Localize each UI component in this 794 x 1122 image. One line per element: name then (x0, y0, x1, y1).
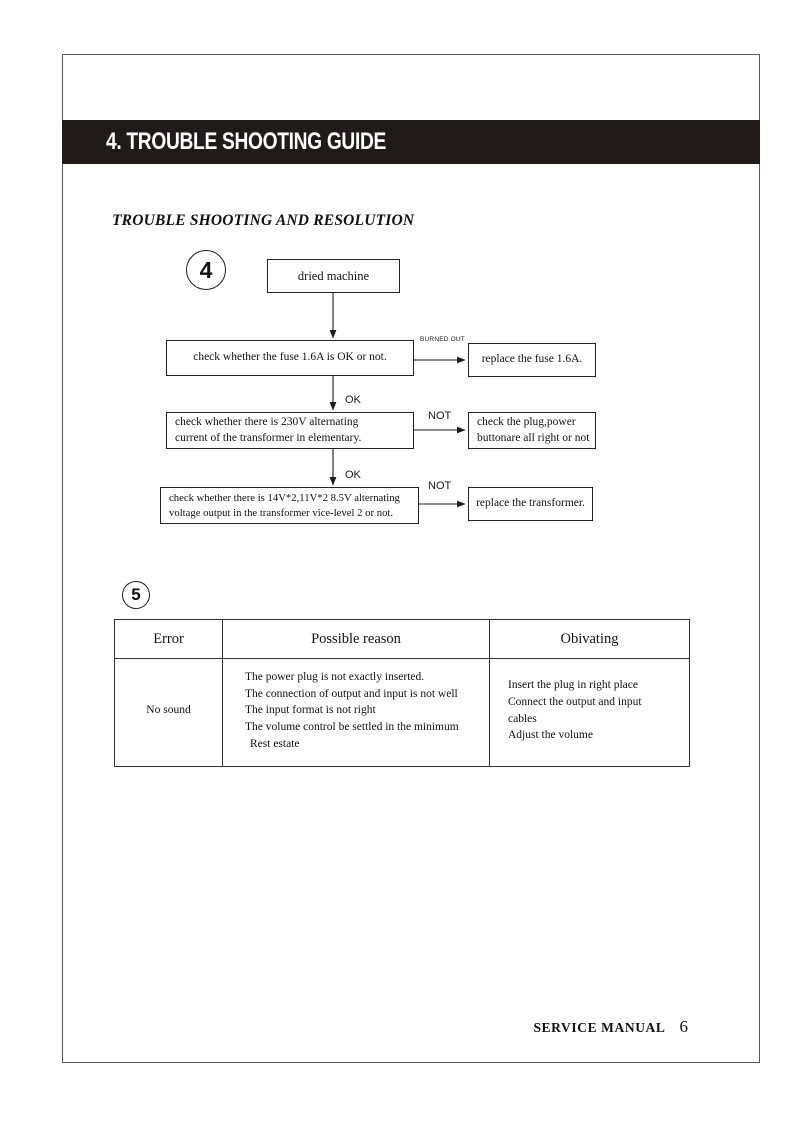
edge-label-not-1: NOT (428, 410, 452, 422)
flow-node-check-fuse-label: check whether the fuse 1.6A is OK or not… (193, 351, 387, 364)
flow-node-check-230v-line2: current of the transformer in elementary… (175, 431, 362, 444)
troubleshooting-table: Error Possible reason Obivating No sound… (114, 619, 690, 768)
flow-node-check-230v-line1: check whether there is 230V alternating (175, 415, 359, 428)
flow-node-replace-transformer-label: replace the transformer. (476, 497, 585, 510)
step-marker-4-label: 4 (199, 256, 213, 283)
flow-node-check-230v-text: check whether there is 230V alternating … (175, 415, 361, 446)
flow-node-start-label: dried machine (297, 268, 370, 283)
table-row: No sound The power plug is not exactly i… (114, 657, 690, 768)
footer-label: SERVICE MANUAL (533, 1020, 666, 1035)
flow-node-check-plug-line1: check the plug,power (477, 415, 576, 428)
reason-line-2: The connection of output and input is no… (245, 687, 458, 700)
step-marker-4: 4 (186, 250, 226, 290)
edge-label-ok-1: OK (345, 394, 361, 406)
reason-line-4: The volume control be settled in the min… (245, 721, 459, 734)
section-subtitle: TROUBLE SHOOTING AND RESOLUTION (112, 212, 415, 229)
chapter-header-bar: 4. TROUBLE SHOOTING GUIDE (62, 120, 760, 164)
flow-node-check-voltage-text: check whether there is 14V*2,11V*2 8.5V … (169, 491, 400, 520)
reason-line-5: Rest estate (250, 737, 300, 750)
edge-label-ok-2: OK (345, 469, 361, 481)
flow-node-check-230v: check whether there is 230V alternating … (166, 412, 414, 449)
reason-line-1: The power plug is not exactly inserted. (245, 671, 425, 683)
flow-node-check-plug-text: check the plug,power buttonare all right… (477, 415, 589, 446)
table-cell-possible-reason: The power plug is not exactly inserted. … (222, 657, 490, 768)
flow-node-check-fuse: check whether the fuse 1.6A is OK or not… (166, 340, 414, 376)
step-marker-5-label: 5 (131, 585, 141, 604)
page-footer: SERVICE MANUAL 6 (0, 1017, 794, 1037)
table-header-row: Error Possible reason Obivating (114, 619, 690, 659)
flow-node-check-plug: check the plug,power buttonare all right… (468, 412, 596, 449)
flow-node-replace-transformer: replace the transformer. (468, 487, 593, 521)
obviating-line-2: Connect the output and input (508, 696, 642, 708)
page-border (62, 54, 760, 1063)
flow-node-check-voltage: check whether there is 14V*2,11V*2 8.5V … (160, 487, 419, 524)
flow-node-check-voltage-line1: check whether there is 14V*2,11V*2 8.5V … (169, 492, 400, 505)
edge-label-not-2: NOT (428, 480, 452, 492)
table-cell-error: No sound (114, 657, 223, 768)
obviating-line-1: Insert the plug in right place (508, 679, 638, 692)
chapter-title: 4. TROUBLE SHOOTING GUIDE (106, 128, 387, 155)
flow-node-start: dried machine (267, 259, 400, 293)
obviating-line-3: cables (508, 712, 537, 725)
footer-page-number: 6 (679, 1017, 689, 1036)
table-header-obivating: Obivating (489, 619, 690, 659)
step-marker-5: 5 (122, 581, 150, 609)
reason-line-3: The input format is not right (245, 704, 376, 717)
flow-node-check-plug-line2: buttonare all right or not (477, 431, 590, 444)
table-header-error: Error (114, 619, 223, 659)
table-cell-obivating: Insert the plug in right place Connect t… (489, 657, 690, 768)
flow-node-replace-fuse-label: replace the fuse 1.6A. (481, 353, 583, 366)
edge-label-burned-out: BURNED OUT (420, 336, 465, 343)
flow-node-check-voltage-line2: voltage output in the transformer vice-l… (169, 506, 394, 519)
obviating-line-4: Adjust the volume (508, 729, 593, 742)
table-header-possible-reason: Possible reason (222, 619, 490, 659)
flow-node-replace-fuse: replace the fuse 1.6A. (468, 343, 596, 377)
